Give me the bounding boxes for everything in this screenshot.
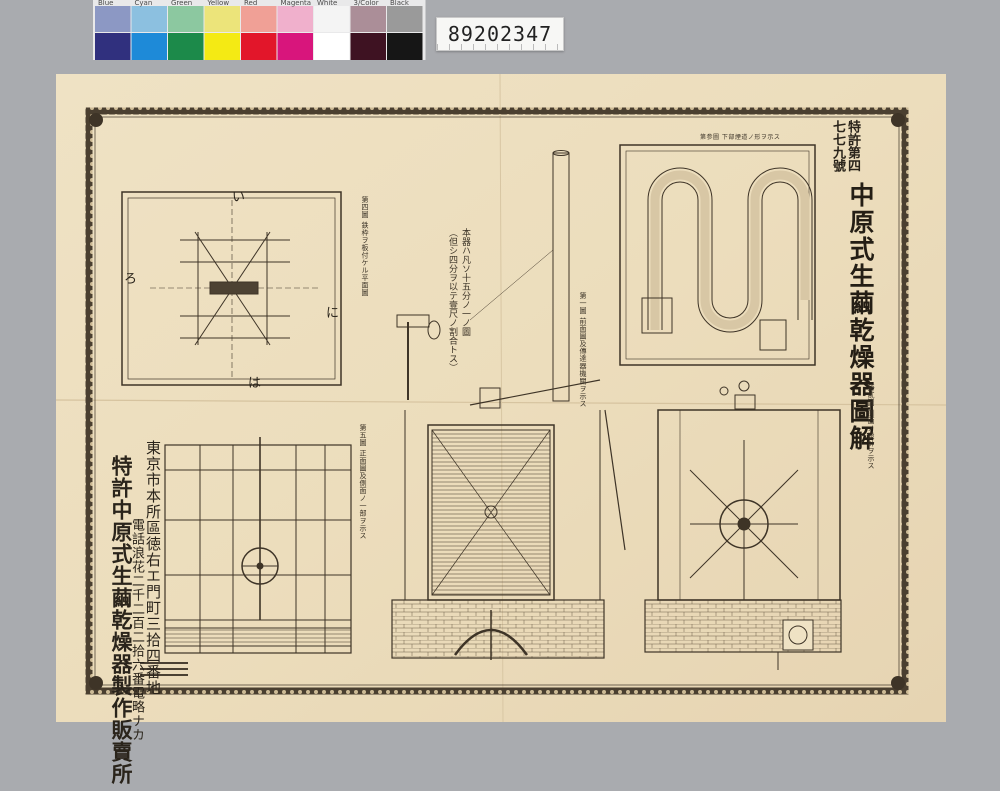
color-patch-tint (131, 6, 167, 32)
caption-fig3: 第参圖 下部煙道ノ形ヲ示ス (700, 134, 781, 141)
color-patch-tint (168, 6, 204, 32)
color-patch-label: Blue (98, 0, 114, 7)
caption-fig1: 第一圖 前面圖及傳達器機關ヲ示ス (579, 292, 587, 408)
color-patch-label: 3/Color (354, 0, 379, 7)
color-patch-solid (168, 33, 204, 60)
color-patch-solid (95, 33, 131, 60)
patent-number-line1: 特許第四 (845, 120, 860, 172)
scale-note: 本器ハ凡ソ十五分ノ一ノ圖 (460, 228, 470, 336)
color-patch-solid (131, 33, 167, 60)
color-patch-tint (350, 6, 386, 32)
color-patch-solid (387, 33, 423, 60)
color-patch-solid (204, 33, 240, 60)
color-patch-solid (314, 33, 350, 60)
corner-ornament-icon (891, 113, 905, 127)
corner-ornament-icon (89, 113, 103, 127)
ref-mark-ha: は (248, 376, 262, 391)
color-patch-tint (204, 6, 240, 32)
scale-note-detail: （但シ四分ヲ以テ壹尺ノ割合トス） (447, 228, 457, 372)
ref-mark-i: い (232, 190, 246, 205)
color-patch-tint (314, 6, 350, 32)
color-patch-solid (241, 33, 277, 60)
color-patch-label: Yellow (207, 0, 230, 7)
figure-front-elevation (391, 314, 626, 660)
corner-ornament-icon (89, 676, 103, 690)
color-patch-tint (241, 6, 277, 32)
color-patch-label: Black (390, 0, 410, 7)
decorative-border (85, 107, 909, 695)
corner-ornament-icon (891, 676, 905, 690)
color-patch-tint (387, 6, 423, 32)
patent-number-line2: 七七九號 (830, 120, 845, 172)
color-patch-tint (95, 6, 131, 32)
ref-mark-ro: ろ (124, 272, 138, 287)
caption-fig4: 第四圖 鉄枠ヲ板付ケル平面圖 (361, 196, 369, 297)
maker-name: 特許中原式生繭乾燥器製作販賣所 (109, 455, 134, 785)
figure-plan-view (121, 191, 342, 386)
ruler-ticks (437, 44, 563, 50)
fold-line (55, 399, 947, 406)
caption-fig2: 第貳圖 側面ノ設計ヲ示ス (867, 384, 875, 470)
figure-grid-elevation (164, 437, 352, 654)
maker-address: 東京市本所區徳右エ門町三拾四番地 (144, 440, 162, 696)
caption-fig5: 第五圖 正面圖及側面ノ一部ヲ示ス (359, 424, 367, 540)
figure-chimney (469, 150, 570, 402)
color-patch-label: Red (244, 0, 257, 7)
figure-flue-plan (619, 144, 816, 366)
document-title: 中原式生繭乾燥器圖解 (846, 182, 875, 452)
color-patch-label: Cyan (135, 0, 153, 7)
color-patch-solid (350, 33, 386, 60)
catalog-number-tag: 89202347 (436, 17, 564, 51)
color-calibration-bar: Blue Cyan Green Yellow Red Magenta White 3/Colo… (93, 0, 426, 60)
ref-mark-ni: に (326, 306, 340, 321)
maker-phone: 電話浪花二千二百二拾六番電略ナカ (129, 518, 144, 742)
figure-notes (140, 662, 188, 676)
color-patch-label: Green (171, 0, 192, 7)
color-patch-label: Magenta (281, 0, 312, 7)
figure-side-elevation (644, 380, 842, 670)
color-patch-label: White (317, 0, 337, 7)
color-patch-tint (277, 6, 313, 32)
color-patch-solid (277, 33, 313, 60)
catalog-number: 89202347 (447, 22, 553, 46)
